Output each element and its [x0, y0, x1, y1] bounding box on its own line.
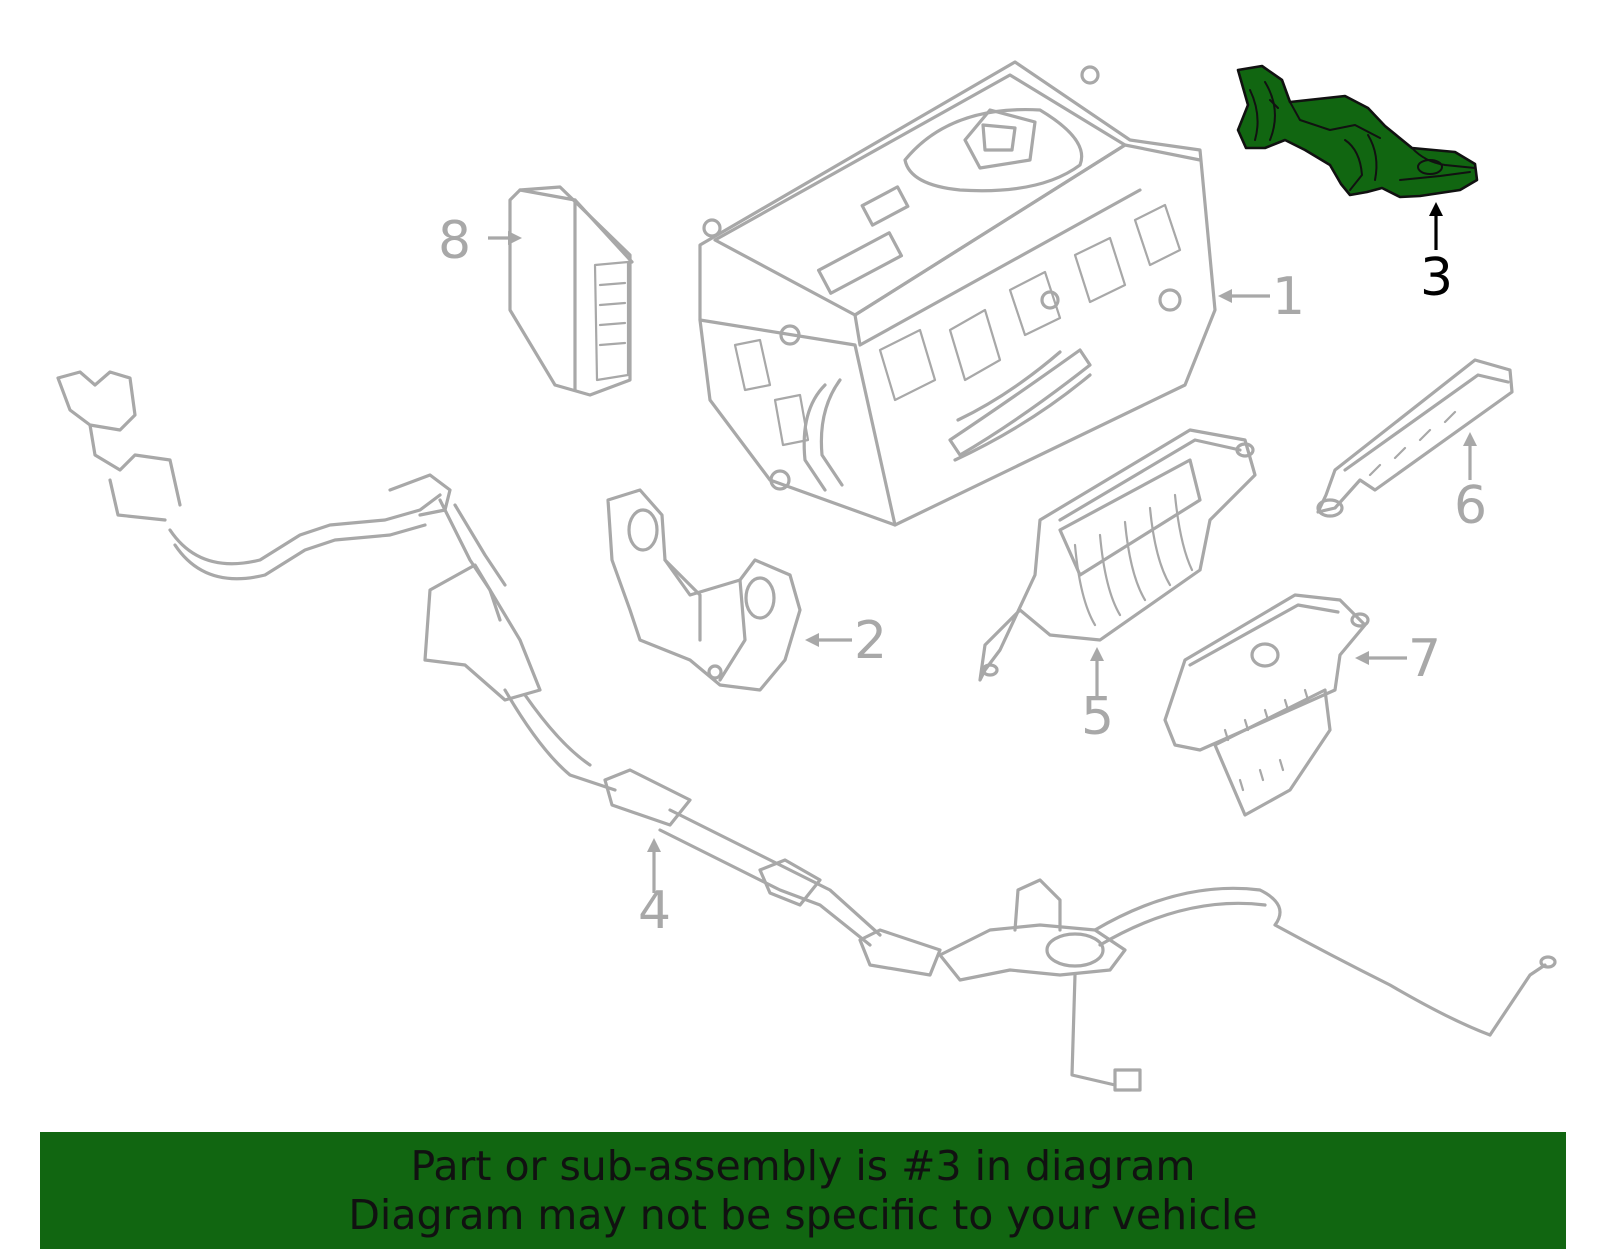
part-8-control-module[interactable] [508, 185, 634, 397]
leader-7 [1355, 651, 1407, 665]
banner-line-1: Part or sub-assembly is #3 in diagram [410, 1141, 1196, 1190]
callout-7: 7 [1408, 629, 1441, 689]
callout-2: 2 [854, 611, 887, 671]
parts-diagram: 1 2 3 4 5 6 7 8 [56, 60, 1557, 1092]
part-5-terminal-cover[interactable] [978, 428, 1257, 682]
callout-4: 4 [638, 881, 671, 941]
part-4-wire-harness[interactable] [56, 370, 1557, 1092]
part-3-bracket-highlighted[interactable] [1236, 64, 1479, 199]
part-7-cover-assembly[interactable] [1163, 593, 1370, 817]
callout-8: 8 [438, 211, 471, 271]
leader-3 [1429, 202, 1443, 250]
part-1-inverter-assembly[interactable] [698, 60, 1217, 527]
callout-6: 6 [1454, 476, 1487, 536]
leader-2 [805, 633, 852, 647]
leader-8 [488, 231, 522, 245]
callout-3: 3 [1420, 248, 1453, 308]
callout-1: 1 [1272, 267, 1305, 327]
leader-1 [1218, 289, 1270, 303]
info-banner: Part or sub-assembly is #3 in diagram Di… [40, 1132, 1566, 1249]
leader-4 [647, 838, 661, 893]
part-3-body[interactable] [1236, 64, 1479, 199]
part-2-mounting-bracket[interactable] [606, 488, 802, 692]
leader-6 [1463, 432, 1477, 480]
banner-line-2: Diagram may not be specific to your vehi… [348, 1190, 1258, 1239]
callout-5: 5 [1081, 687, 1114, 747]
part-6-bus-bar[interactable] [1316, 358, 1514, 518]
leader-5 [1090, 647, 1104, 700]
